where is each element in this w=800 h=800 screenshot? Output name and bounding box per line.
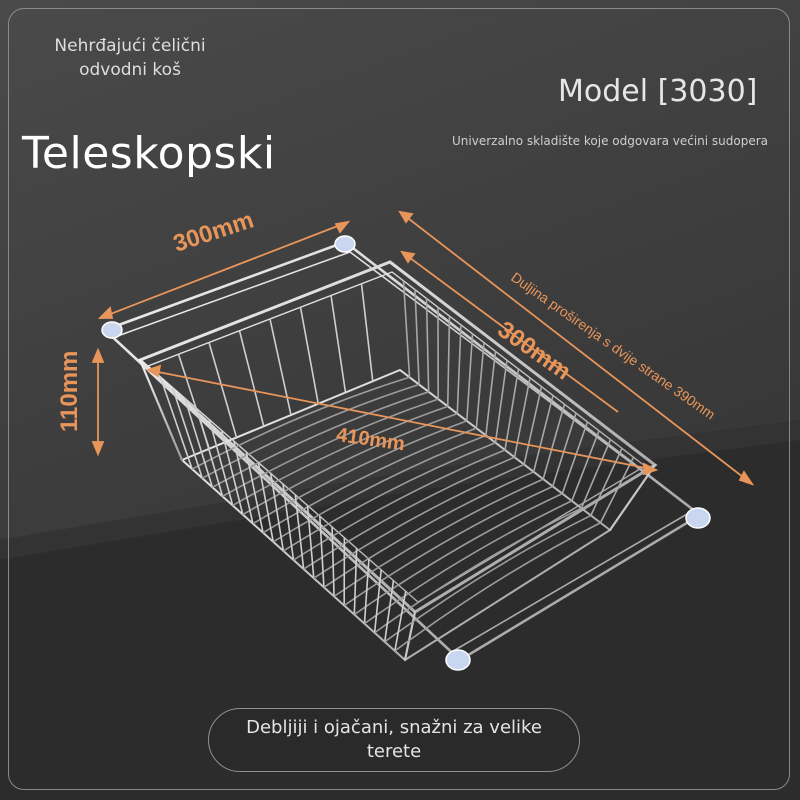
basket-rib — [245, 451, 264, 533]
basket-rib — [159, 376, 193, 470]
basket-rib — [383, 580, 395, 642]
basket-rib — [269, 473, 285, 552]
suction-cup-icon — [101, 321, 123, 339]
basket-floor-wire — [242, 412, 458, 516]
basket-floor-wire — [282, 441, 496, 552]
basket-rib — [523, 386, 543, 465]
basket-floor-wire — [394, 522, 601, 652]
basket-rib — [599, 456, 635, 524]
basket-floor-wire — [343, 485, 554, 607]
basket-rib — [373, 569, 382, 633]
basket-side-rib — [208, 342, 238, 438]
basket-rib — [363, 559, 370, 624]
basket-side-rib — [177, 354, 211, 449]
basket-rib — [171, 387, 204, 479]
basket-rib — [504, 368, 520, 451]
basket-rib — [184, 397, 214, 488]
basket-rib — [446, 316, 451, 407]
basket-rib — [331, 526, 335, 597]
basket-rib — [319, 516, 325, 588]
basket-rib — [551, 412, 577, 487]
basket-rib — [353, 548, 358, 615]
height-dimension-label: 110mm — [56, 350, 83, 432]
basket-floor-wire — [323, 471, 534, 588]
basket-floor-wire — [313, 463, 525, 579]
basket-floor-wire — [374, 507, 582, 634]
basket-rib — [220, 430, 244, 515]
basket-rib — [580, 439, 612, 509]
basket-rib — [414, 289, 420, 385]
basket-rib — [257, 462, 275, 542]
basket-rib — [282, 483, 295, 561]
basket-floor-wire — [353, 492, 563, 616]
basket-floor-wire — [293, 449, 506, 561]
suction-cup-icon — [445, 649, 471, 671]
basket-rib — [208, 419, 234, 506]
dimension-lines — [91, 210, 755, 486]
suction-cup-icon — [685, 507, 711, 529]
basket-floor-wire — [303, 456, 515, 570]
basket-side-rib — [330, 295, 347, 393]
basket-floor-wire — [262, 427, 477, 534]
basket-ribs — [159, 280, 635, 652]
basket-rib — [466, 333, 474, 421]
basket-side-rib — [360, 283, 374, 382]
basket-rib — [485, 351, 497, 436]
basket-rib — [542, 404, 566, 480]
basket-rib — [475, 342, 485, 429]
basket-rib — [513, 377, 531, 458]
basket-floor-wire — [363, 500, 573, 625]
poster-frame — [8, 8, 790, 790]
basket-rib — [532, 395, 554, 473]
tagline: Univerzalno skladište koje odgovara veći… — [452, 134, 769, 148]
suction-cup-icon — [334, 235, 356, 253]
basket-side-rib — [299, 307, 320, 404]
basket-rib — [402, 280, 411, 378]
basket-rib — [233, 440, 254, 524]
basket-floor-wire — [272, 434, 487, 543]
basket-side-rib — [269, 318, 292, 416]
basket-rib — [571, 430, 600, 502]
basket-rib — [590, 448, 623, 516]
feature-pill: Debljiji i ojačani, snažni za velike ter… — [208, 708, 580, 772]
basket-floor-wire — [212, 391, 429, 488]
feature-pill-text: Debljiji i ojačani, snažni za velike ter… — [246, 717, 542, 762]
basket-floor-wire — [333, 478, 544, 598]
basket-side-rib — [238, 330, 265, 427]
basket-rib — [456, 324, 462, 414]
basket-floor-wire — [252, 420, 468, 525]
basket-floor-wire — [232, 405, 448, 507]
basket-rib — [306, 505, 315, 579]
basket-rib — [561, 421, 589, 494]
basket-rib — [394, 591, 407, 652]
product-headline: Teleskopski — [22, 128, 276, 179]
model-label: Model [3030] — [558, 74, 758, 109]
basket-floor-wire — [384, 514, 592, 643]
basket-rib — [494, 360, 508, 443]
basket-floor-wire — [222, 398, 439, 498]
basket-rib — [425, 298, 430, 392]
product-subtitle: Nehrđajući čelični odvodni koš — [54, 36, 206, 80]
rubber-feet — [101, 235, 711, 671]
basket-rib — [294, 494, 305, 570]
